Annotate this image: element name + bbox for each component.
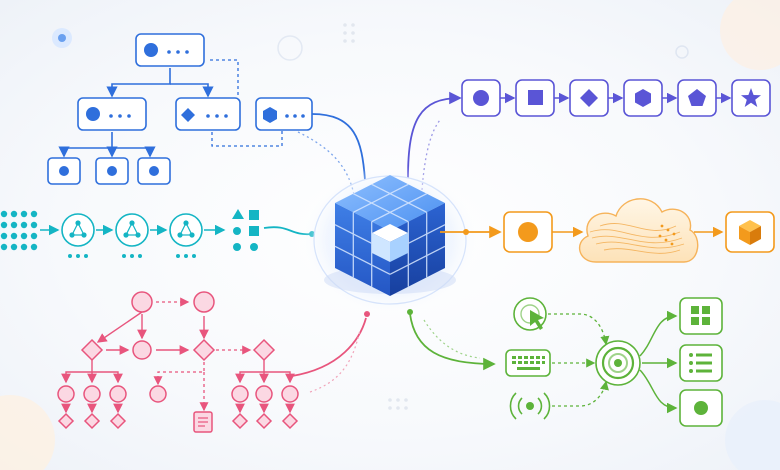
input-classifier [407,297,723,427]
output-shapes [232,209,259,251]
tree-leaf-node [47,157,171,185]
shape-sequence [407,79,771,191]
graph-node [115,213,149,258]
sequence-square-node [515,79,555,117]
tree-dotted-connector [297,131,356,201]
decision-node [80,338,104,362]
cloud-processing [440,198,775,263]
orange-input-node [503,211,553,253]
wireless-signal-icon [509,392,551,420]
sequence-diamond-node [569,79,609,117]
graph-pipeline [0,209,315,258]
sequence-pentagon-node [677,79,717,117]
decision-flowchart [57,291,370,433]
document-node [193,411,213,433]
input-dot-grid [0,210,38,251]
tree-root-node [135,33,205,67]
tree-hierarchy [47,33,313,185]
decision-node [192,338,216,362]
central-data-cube [300,164,480,316]
cloud-shape [578,198,699,263]
tree-middle-node [175,97,241,131]
sequence-star-node [731,79,771,117]
grid-output-node [679,297,723,335]
target-classifier-node [595,340,641,386]
flow-start-node [131,291,153,313]
flow-node [193,291,215,313]
glowing-core-block [372,224,408,262]
cursor-click-icon [513,297,547,331]
orange-output-node [725,211,775,253]
graph-node [61,213,95,258]
sequence-circle-node [461,79,501,117]
decision-node [252,338,276,362]
graph-node [169,213,203,258]
flow-node [132,340,152,360]
dot-output-node [679,389,723,427]
list-output-node [679,344,723,382]
tree-right-node [255,97,313,131]
flowchart-to-cube-connector [291,317,367,377]
tree-left-node [77,97,147,131]
keyboard-icon [505,349,551,377]
sequence-hexagon-node [623,79,663,117]
